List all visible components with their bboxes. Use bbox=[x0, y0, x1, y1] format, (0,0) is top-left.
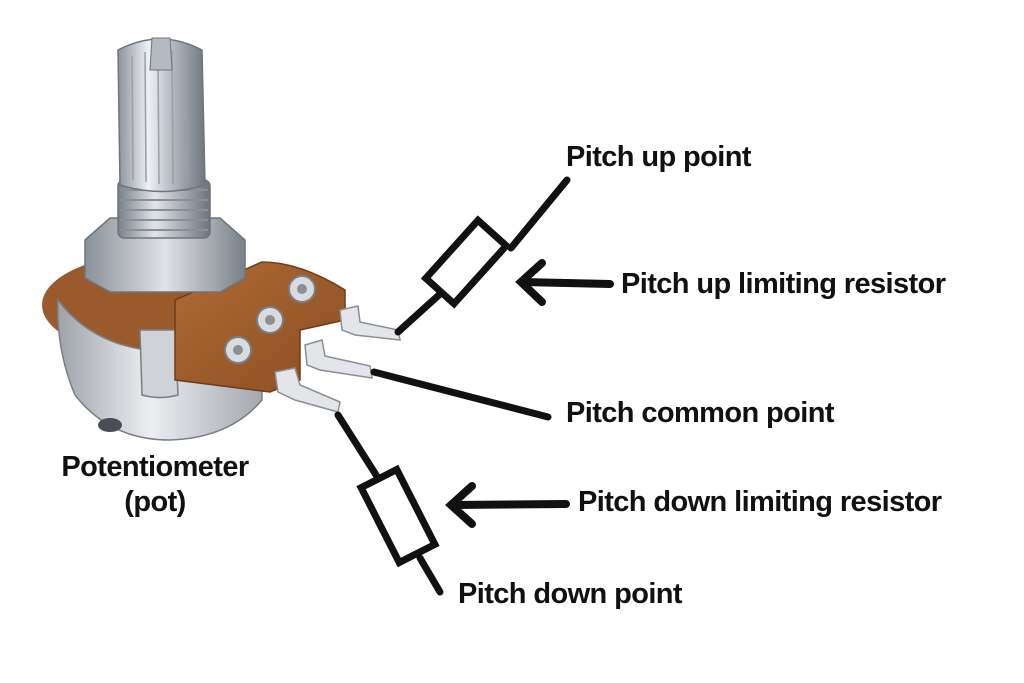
pitch-up-resistor-body bbox=[420, 215, 512, 309]
pot-tab-slot bbox=[98, 418, 122, 432]
pitch-down-point-label: Pitch down point bbox=[458, 578, 683, 610]
pot-rivets bbox=[224, 275, 316, 364]
pitch-down-lead-bottom bbox=[416, 554, 444, 596]
pot-knurled-shaft bbox=[117, 38, 206, 193]
pitch-common-wire bbox=[370, 368, 552, 421]
pitch-down-resistor-arrow bbox=[445, 482, 570, 528]
pot-mounting-tab bbox=[139, 329, 179, 399]
pot-threads bbox=[120, 189, 208, 231]
pitch-down-resistor-body bbox=[356, 464, 440, 568]
pitch-up-resistor-symbol bbox=[394, 176, 571, 336]
pitch-up-resistor-arrow bbox=[515, 259, 614, 306]
potentiometer-illustration bbox=[42, 37, 401, 441]
pot-knurls bbox=[131, 49, 188, 185]
potentiometer-label-line2: (pot) bbox=[124, 486, 186, 519]
pot-shaft-slot bbox=[149, 37, 173, 71]
pitch-down-limiting-resistor-label: Pitch down limiting resistor bbox=[578, 486, 942, 518]
pitch-up-limiting-resistor-label: Pitch up limiting resistor bbox=[621, 268, 946, 300]
pitch-up-point-label: Pitch up point bbox=[566, 141, 752, 173]
pitch-down-resistor-symbol bbox=[334, 411, 444, 596]
potentiometer-label: Potentiometer (pot) bbox=[40, 450, 270, 521]
pitch-up-lead-top bbox=[507, 176, 571, 252]
potentiometer-label-line1: Potentiometer bbox=[61, 451, 249, 483]
pitch-down-lead-top bbox=[334, 411, 382, 482]
pot-terminal-legs bbox=[274, 305, 401, 413]
pitch-common-point-label: Pitch common point bbox=[566, 397, 835, 429]
